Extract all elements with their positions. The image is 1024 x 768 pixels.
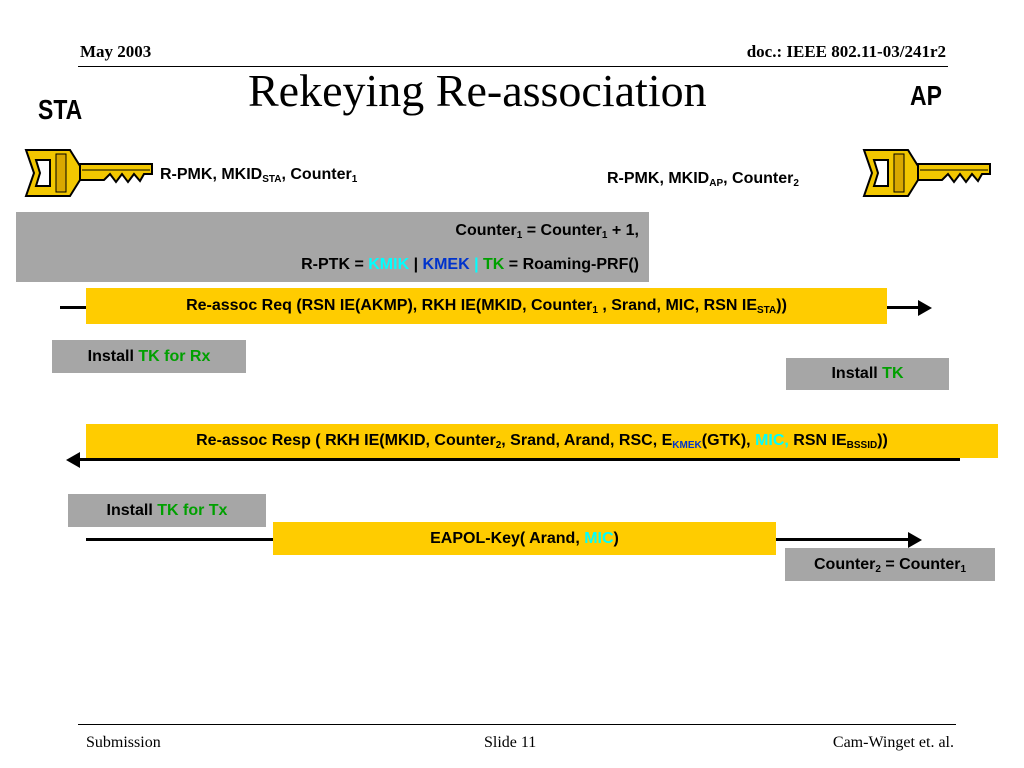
reassoc-resp-message: Re-assoc Resp ( RKH IE(MKID, Counter2, S… bbox=[86, 424, 998, 458]
rptk-derivation-text: R-PTK = KMIK | KMEK | TK = Roaming-PRF() bbox=[301, 256, 639, 273]
ap-label: AP bbox=[910, 80, 942, 111]
install-tk-ap-box: Install TK bbox=[786, 358, 949, 390]
footer-submission: Submission bbox=[86, 734, 161, 751]
ap-key-label: R-PMK, MKIDAP, Counter2 bbox=[607, 170, 799, 189]
rptk-compute-box: Counter1 = Counter1 + 1, R-PTK = KMIK | … bbox=[16, 212, 649, 282]
counter-increment-text: Counter1 = Counter1 + 1, bbox=[455, 222, 639, 241]
key-icon-sta bbox=[24, 149, 153, 197]
reassoc-req-message: Re-assoc Req (RSN IE(AKMP), RKH IE(MKID,… bbox=[86, 288, 887, 324]
sta-key-label: R-PMK, MKIDSTA, Counter1 bbox=[160, 166, 358, 185]
footer-rule bbox=[78, 724, 956, 725]
install-tk-tx-box: Install TK for Tx bbox=[68, 494, 266, 527]
slide-title: Rekeying Re-association bbox=[248, 65, 707, 116]
footer-authors: Cam-Winget et. al. bbox=[832, 734, 954, 751]
arrow-right-icon bbox=[918, 300, 932, 316]
header-date: May 2003 bbox=[80, 42, 152, 61]
counter-update-box: Counter2 = Counter1 bbox=[785, 548, 995, 581]
arrow-right-icon bbox=[908, 532, 922, 548]
header-doc-id: doc.: IEEE 802.11-03/241r2 bbox=[746, 42, 946, 61]
footer-slide-number: Slide 11 bbox=[484, 734, 537, 751]
eapol-key-message: EAPOL-Key( Arand, MIC) bbox=[273, 522, 776, 555]
arrow-left-icon bbox=[66, 452, 80, 468]
header-rule bbox=[78, 66, 948, 67]
key-icon-ap bbox=[862, 149, 991, 197]
install-tk-rx-box: Install TK for Rx bbox=[52, 340, 246, 373]
reassoc-resp-arrow-line bbox=[78, 458, 960, 461]
sta-label: STA bbox=[38, 94, 83, 125]
